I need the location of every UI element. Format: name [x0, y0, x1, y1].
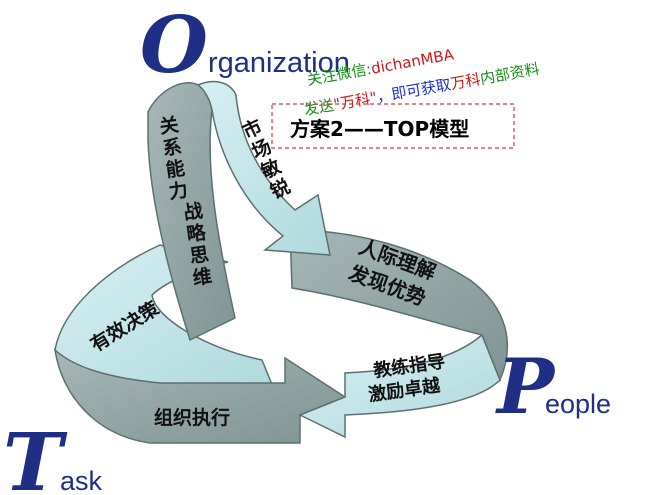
watermark-part-a: 发送	[303, 96, 336, 119]
label-org-dark-col2-char: 略	[185, 221, 208, 247]
label-org-dark-col2-char: 思	[188, 243, 210, 267]
watermark-part-c: ，即可获取	[375, 75, 452, 106]
people-initial: P	[495, 342, 556, 431]
label-org-dark-col1-char: 系	[161, 136, 183, 160]
task-word: ask	[60, 466, 103, 495]
band-people-dark	[289, 229, 509, 382]
page-title: 方案2——TOP模型	[290, 117, 469, 141]
band-org-dark	[147, 82, 236, 342]
watermark-part-e: 内部资料	[479, 60, 541, 88]
band-org-light	[196, 80, 331, 256]
label-org-dark-col2-char: 维	[191, 264, 213, 289]
label-org-dark-col2-char: 战	[182, 200, 204, 224]
watermark-part-b: "万科"	[332, 88, 378, 113]
label-org-dark-col1-char: 力	[167, 178, 189, 203]
people-word: eople	[545, 389, 611, 419]
organization-initial: O	[140, 0, 208, 91]
watermark-part-d: 万科	[449, 70, 482, 93]
label-task-dark: 组织执行	[154, 406, 230, 429]
title-box	[271, 103, 515, 149]
label-org-dark-col1-char: 能	[164, 156, 186, 181]
watermark-id: dichanMBA	[370, 45, 456, 77]
label-org-dark-col1-char: 关	[158, 113, 180, 138]
task-initial: T	[3, 415, 68, 495]
organization-word: rganization	[208, 47, 350, 79]
